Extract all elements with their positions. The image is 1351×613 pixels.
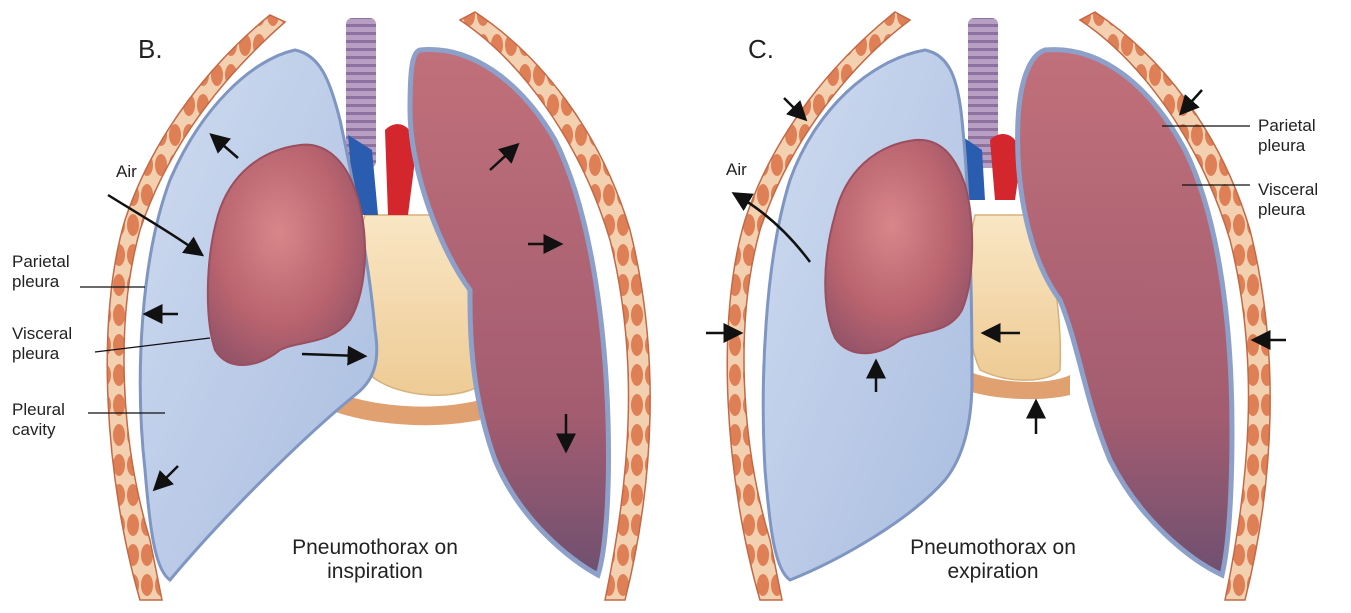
panel-letter-b: B. xyxy=(138,34,163,65)
cavity-label-line1: Pleural xyxy=(12,400,65,420)
panel-b xyxy=(80,12,650,600)
visceral-label-line1: Visceral xyxy=(1258,180,1318,200)
visceral-label-line2: pleura xyxy=(1258,200,1318,220)
air-label-b: Air xyxy=(116,162,137,182)
parietal-label-line1: Parietal xyxy=(1258,116,1316,136)
cavity-label-b: Pleural cavity xyxy=(12,400,65,440)
caption-c: Pneumothorax on expiration xyxy=(863,536,1123,584)
parietal-label-line2: pleura xyxy=(1258,136,1316,156)
caption-line1: Pneumothorax on xyxy=(245,536,505,560)
air-label-c: Air xyxy=(726,160,747,180)
cavity-label-line2: cavity xyxy=(12,420,65,440)
parietal-label-line2: pleura xyxy=(12,272,70,292)
visceral-label-line1: Visceral xyxy=(12,324,72,344)
parietal-label-c: Parietal pleura xyxy=(1258,116,1316,156)
caption-b: Pneumothorax on inspiration xyxy=(245,536,505,584)
caption-line1: Pneumothorax on xyxy=(863,536,1123,560)
arrow-icon xyxy=(784,98,802,116)
panel-letter-c: C. xyxy=(748,34,774,65)
caption-line2: expiration xyxy=(863,560,1123,584)
visceral-label-line2: pleura xyxy=(12,344,72,364)
visceral-label-b: Visceral pleura xyxy=(12,324,72,364)
visceral-label-c: Visceral pleura xyxy=(1258,180,1318,220)
parietal-label-line1: Parietal xyxy=(12,252,70,272)
caption-line2: inspiration xyxy=(245,560,505,584)
panel-c xyxy=(706,12,1286,600)
parietal-label-b: Parietal pleura xyxy=(12,252,70,292)
